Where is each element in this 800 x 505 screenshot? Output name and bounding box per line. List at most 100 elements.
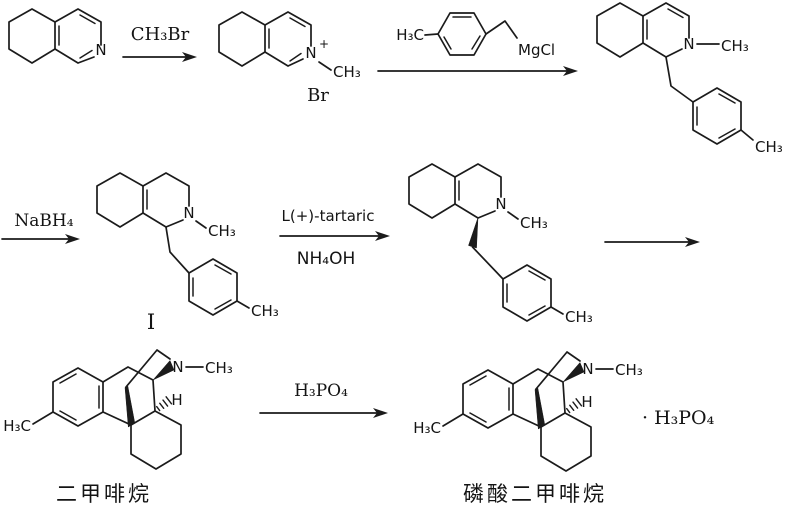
bridge-bonds [535,351,581,390]
n-atom-label: N [95,41,106,59]
cyclohexane-ring [596,2,644,58]
stereo-h-label: H [171,391,182,409]
bromide-label: Br [307,85,329,106]
tolyl-methyl-bond [740,129,754,141]
stereo-wedge-bond-bridge [534,387,546,430]
piperidine-ring [142,172,190,228]
structure-dimemorfan-phosphate: H₃C N CH₃ H · H₃PO₄ 磷酸二甲啡烷 [413,351,715,505]
tolyl-methyl-bond [550,306,564,315]
reaction-arrow-3: NaBH₄ [1,211,80,244]
reagent-label-tartaric: L(+)-tartaric [282,207,375,225]
tolyl-ring [692,87,742,145]
n-methyl-label: CH₃ [615,361,643,379]
benzyl-bond [471,246,504,280]
double-bonds [268,17,306,62]
arrow-head [685,237,700,247]
structure-tetrahydroisoquinoline: N [8,8,107,64]
n-methyl-label: CH₃ [205,359,233,377]
phosphate-salt-label: · H₃PO₄ [642,407,715,429]
dihydropyridine-ring [642,2,690,58]
methyl-label: H₃C [396,26,424,44]
compound-name-dimemorfan-phosphate: 磷酸二甲啡烷 [463,483,607,505]
double-bonds [646,8,684,40]
reaction-arrow-6: H₃PO₄ [259,381,388,418]
n-atom-label: N [172,358,183,376]
arrow-head [182,52,197,62]
structure-dimemorfan: H₃C N CH₃ H 二甲啡烷 [3,349,233,505]
plus-charge-label: + [319,37,329,51]
cyclohexane-ring [218,11,266,67]
hashed-wedge-bond [156,396,173,412]
pyridinium-ring [264,11,312,67]
reaction-arrow-2: H₃C MgCl [377,12,578,76]
reagent-label-ch3br: CH₃Br [131,24,190,45]
cyclohexane-ring [408,163,456,219]
n-atom-label: N [305,44,316,62]
reaction-arrow-5 [604,237,700,247]
piperidine-ring [454,163,502,219]
structure-methylisoquinolinium-bromide: N + CH₃ Br [218,11,361,106]
arrow-head [375,231,390,241]
n-methyl-label: CH₃ [208,222,236,240]
tolyl-ring [502,264,552,322]
stereo-wedge-bond-n [562,362,585,383]
reagent-label-nh4oh: NH₄OH [297,249,355,269]
structure-grignard-reagent: H₃C MgCl [396,12,555,59]
aryl-methyl-label: H₃C [3,417,31,435]
cyclohexane-ring [8,8,56,64]
benzyl-bond [665,56,694,103]
tolyl-ring [188,258,238,316]
n-methyl-bond [195,220,207,229]
reaction-arrow-1: CH₃Br [122,24,197,62]
double-bonds [696,93,736,139]
double-bonds [469,375,510,423]
stereo-wedge-bond-n [152,360,175,381]
tolyl-methyl-label: CH₃ [755,138,783,156]
ring-c-bonds [130,410,182,470]
benzene-ring [462,369,514,429]
n-methyl-bond [318,61,332,71]
reagent-label-h3po4: H₃PO₄ [294,381,348,401]
benzylic-bond [485,20,518,39]
stereo-h-label: H [581,393,592,411]
structure-resolved-enantiomer: N CH₃ CH₃ [408,163,593,326]
mgcl-label: MgCl [518,41,555,59]
double-bonds [58,14,96,59]
n-atom-label: N [495,195,506,213]
structure-compound-I: N CH₃ CH₃ I [96,172,279,334]
stereo-wedge-bond-bridge [124,385,136,428]
double-bonds [192,264,232,310]
aryl-methyl-bond [424,33,439,36]
cyclohexane-ring [96,172,144,228]
aryl-methyl-bond [442,413,464,427]
n-methyl-label: CH₃ [721,37,749,55]
double-bonds [443,16,481,50]
tolyl-methyl-label: CH₃ [565,308,593,326]
n-atom-label: N [683,35,694,53]
tolyl-methyl-label: CH₃ [251,302,279,320]
double-bonds [59,373,100,421]
stereo-wedge-bond [468,217,479,249]
n-methyl-label: CH₃ [333,63,361,81]
aryl-methyl-label: H₃C [413,419,441,437]
structure-grignard-adduct: N CH₃ CH₃ [596,2,783,156]
tolyl-methyl-bond [236,300,250,309]
benzyl-bond [165,226,190,274]
ring-c-bonds [540,412,592,472]
reaction-arrow-4: L(+)-tartaric NH₄OH [279,207,390,269]
arrow-head [563,66,578,76]
n-atom-label: N [183,204,194,222]
hashed-wedge-bond [566,398,583,414]
double-bonds [506,270,546,316]
compound-number-label: I [147,310,155,334]
benzene-ring [437,12,487,56]
n-methyl-label: CH₃ [520,214,548,232]
aryl-methyl-bond [32,411,54,425]
arrow-head [373,408,388,418]
bridge-bonds [125,349,171,388]
n-methyl-bond [507,211,519,220]
pyridine-ring [54,8,102,64]
arrow-head [65,234,80,244]
